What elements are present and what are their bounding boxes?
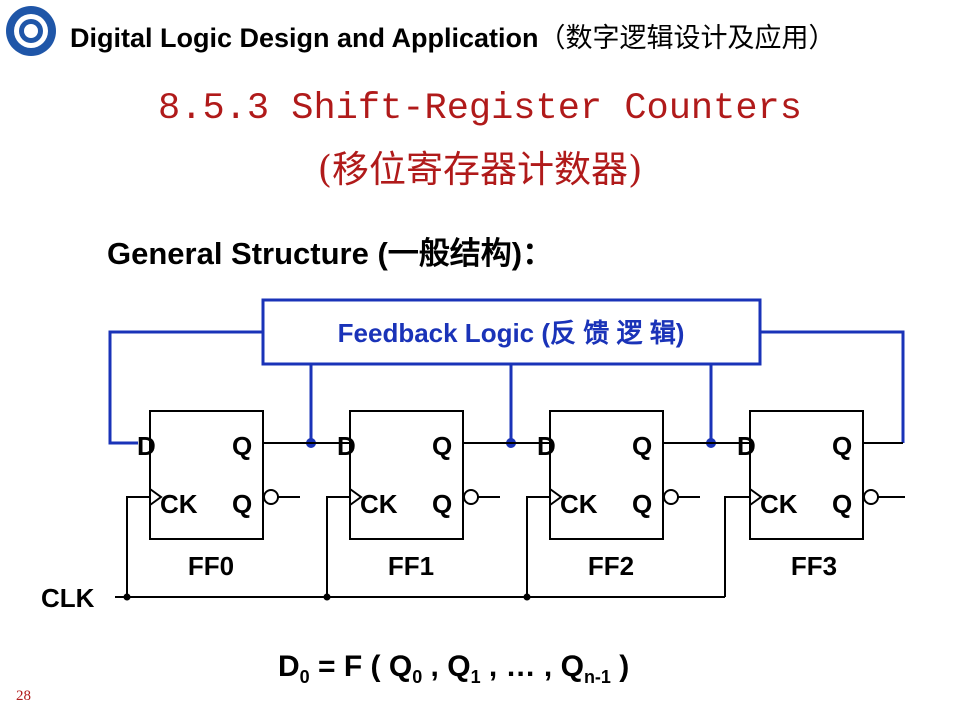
ff1-name: FF1 (388, 551, 434, 581)
flip-flop-ff2: D Q CK Q FF2 (537, 410, 679, 581)
ff2-qn-label: Q (632, 489, 652, 519)
ff3-q-label: Q (832, 431, 852, 461)
ff3-ck-label: CK (760, 489, 798, 519)
ff0-d-label: D (137, 431, 156, 461)
ff2-ck-label: CK (560, 489, 598, 519)
eq-end: ) (610, 650, 630, 683)
slide-title-line2: (移位寄存器计数器) (317, 148, 643, 191)
header-title: Digital Logic Design and Application（数字逻… (70, 16, 836, 55)
page-number: 28 (16, 688, 31, 704)
feedback-logic-label: Feedback Logic (反 馈 逻 辑) (338, 318, 685, 348)
ff1-d-label: D (337, 431, 356, 461)
flip-flop-ff0: D Q CK Q FF0 (137, 410, 279, 581)
clock-junctions (123, 593, 531, 601)
section-heading: General Structure (一般结构)： (107, 236, 554, 271)
header-title-cn: （数字逻辑设计及应用） (538, 23, 836, 53)
feedback-wires (108, 330, 905, 445)
ff2-name: FF2 (588, 551, 634, 581)
slide-title-line1: 8.5.3 Shift-Register Counters (158, 88, 802, 130)
data-wires (263, 442, 905, 498)
header-title-en: Digital Logic Design and Application (70, 23, 539, 53)
ff0-qn-label: Q (232, 489, 252, 519)
eq-sub1: 1 (470, 667, 481, 687)
ff1-qn-label: Q (432, 489, 452, 519)
eq-middle: = F ( Q (309, 650, 413, 683)
eq-lhs-sub: 0 (299, 667, 310, 687)
ff2-q-label: Q (632, 431, 652, 461)
ff3-qn-label: Q (832, 489, 852, 519)
eq-subn: n-1 (583, 667, 611, 687)
ff1-q-label: Q (432, 431, 452, 461)
ff0-name: FF0 (188, 551, 234, 581)
flip-flop-ff3: D Q CK Q FF3 (737, 410, 879, 581)
feedback-equation: D0 = F ( Q0 , Q1 , … , Qn-1 ) (278, 650, 629, 688)
eq-sep1: , Q (422, 650, 471, 683)
ff0-ck-label: CK (160, 489, 198, 519)
ff3-name: FF3 (791, 551, 837, 581)
ff1-ck-label: CK (360, 489, 398, 519)
ff3-d-label: D (737, 431, 756, 461)
ff0-q-label: Q (232, 431, 252, 461)
eq-sub0: 0 (412, 667, 423, 687)
clock-wires (115, 496, 750, 598)
clk-label: CLK (41, 583, 95, 613)
university-logo-icon (6, 6, 56, 56)
eq-sep2: , … , Q (480, 650, 584, 683)
eq-lhs: D (278, 650, 300, 683)
ff2-d-label: D (537, 431, 556, 461)
flip-flop-ff1: D Q CK Q FF1 (337, 410, 479, 581)
